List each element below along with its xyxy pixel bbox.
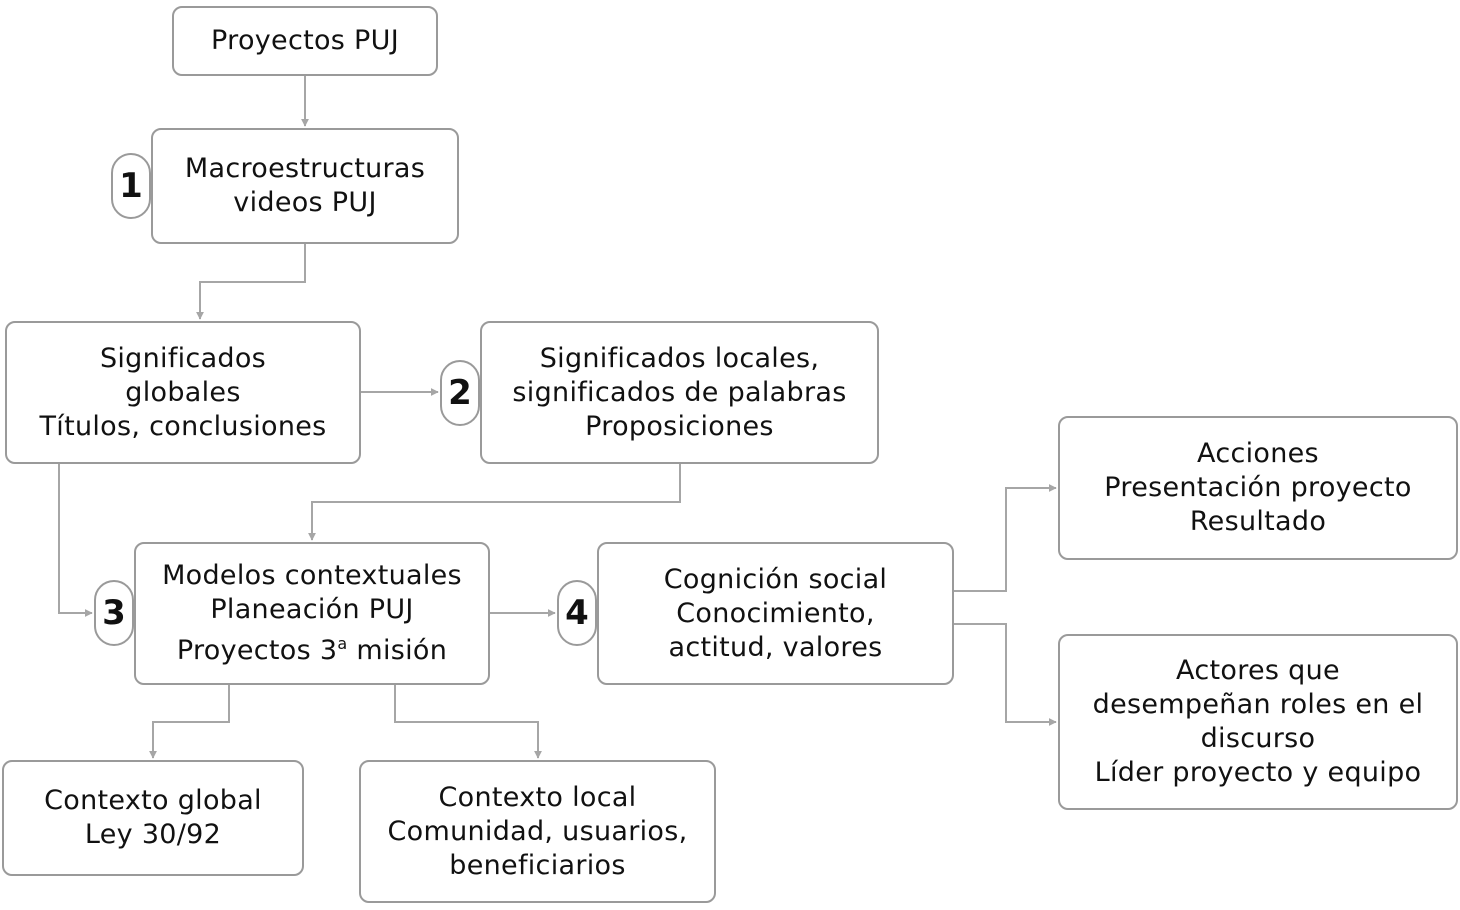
node-text-line: Significados [99, 342, 267, 374]
node-text-line: Proyectos PUJ [211, 25, 399, 56]
node-text-line: actitud, valores [668, 631, 883, 663]
step-badge-3: 3 [94, 580, 134, 646]
node-text-line: Resultado [1189, 506, 1327, 537]
connector-globales-to-modelos [58, 464, 93, 617]
node-text-line: desempeñan roles en el [1092, 689, 1424, 720]
node-text-part: Proyectos 3 [176, 635, 338, 666]
node-text-line: Macroestructuras [184, 153, 426, 184]
node-text-line: Títulos, conclusiones [39, 410, 327, 442]
node-acciones: Acciones Presentación proyecto Resultado [1058, 416, 1458, 560]
node-cognicion-social: Cognición social Conocimiento, actitud, … [597, 542, 954, 685]
connector-cognicion-to-actores [954, 623, 1057, 726]
node-text-line: videos PUJ [233, 187, 377, 218]
node-text-line: Proyectos 3a misión [162, 627, 462, 668]
node-text-line: discurso [1200, 723, 1316, 754]
node-text-line: significados de palabras [512, 376, 847, 408]
node-text-line: Líder proyecto y equipo [1094, 757, 1422, 788]
node-significados-globales: Significados globales Títulos, conclusio… [5, 321, 361, 464]
node-text-line: Comunidad, usuarios, [387, 815, 688, 847]
node-text-line: Cognición social [663, 563, 888, 595]
node-text-line: Modelos contextuales [162, 560, 462, 591]
node-text-line: Proposiciones [585, 410, 774, 442]
node-actores: Actores que desempeñan roles en el discu… [1058, 634, 1458, 810]
ordinal-superscript: a [337, 634, 348, 653]
step-badge-2: 2 [440, 360, 480, 426]
node-text-line: Acciones [1197, 438, 1319, 469]
node-contexto-global: Contexto global Ley 30/92 [2, 760, 304, 876]
node-contexto-local: Contexto local Comunidad, usuarios, bene… [359, 760, 716, 903]
connector-cognicion-to-acciones [954, 484, 1057, 592]
connector-modelos-to-contexto-global [149, 685, 230, 759]
node-text-line: Significados locales, [539, 342, 820, 374]
node-text-line: Presentación proyecto [1104, 472, 1412, 503]
node-text-line: Conocimiento, [676, 597, 875, 629]
node-text-line: Planeación PUJ [210, 594, 414, 625]
node-text-line: Actores que [1176, 655, 1340, 686]
node-modelos-contextuales: Modelos contextuales Planeación PUJ Proy… [134, 542, 490, 685]
node-text-line: globales [125, 376, 241, 408]
node-text-line: beneficiarios [449, 849, 626, 881]
node-text-part: misión [347, 635, 448, 666]
step-badge-1: 1 [111, 153, 151, 219]
node-text-line: Ley 30/92 [84, 819, 222, 850]
node-macroestructuras: Macroestructuras videos PUJ [151, 128, 459, 244]
connector-locales-to-modelos [308, 464, 681, 541]
node-significados-locales: Significados locales, significados de pa… [480, 321, 879, 464]
node-text-line: Contexto global [44, 785, 262, 816]
step-badge-4: 4 [557, 580, 597, 646]
connector-macro-to-globales [196, 244, 306, 320]
node-proyectos-puj: Proyectos PUJ [172, 6, 438, 76]
connector-modelos-to-contexto-local [394, 685, 542, 759]
node-text-line: Contexto local [438, 781, 637, 813]
